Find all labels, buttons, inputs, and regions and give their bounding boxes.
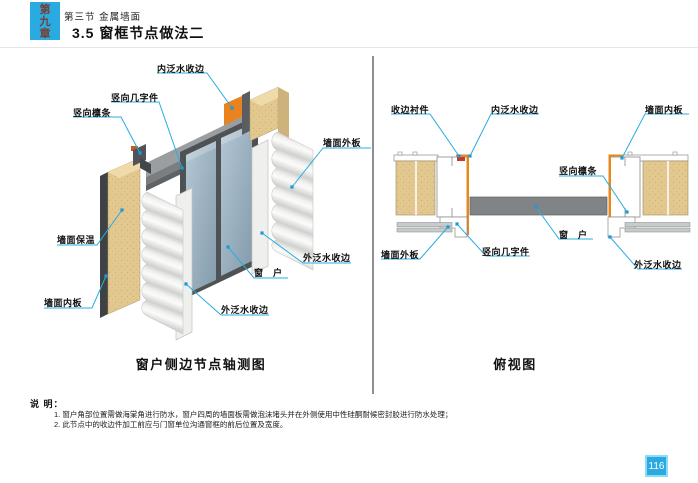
axon-right-corrugated-panel [271, 131, 314, 271]
axon-glass-pane-left [186, 141, 216, 294]
axon-leader-dots [104, 106, 294, 286]
plan-left-outer-panel [396, 222, 453, 227]
axon-label-outer-flashing-right: 外泛水收边 [303, 253, 351, 263]
axon-label-inner-flashing: 内泛水收边 [157, 64, 205, 74]
plan-left-flashing-orange [466, 155, 469, 235]
note-item-1: 1. 窗户角部位置需做海棠角进行防水，窗户四周的墙面板需做泡沫堵头并在外侧使用中… [54, 410, 453, 419]
axon-leader-lines [44, 72, 371, 316]
axon-right-frame-column [242, 91, 250, 135]
plan-left-purlin [436, 156, 468, 218]
axon-left-corrugated-panel [141, 191, 184, 335]
notes-heading: 说 明： [30, 399, 64, 409]
axon-label-vertical-purlin: 竖向檩条 [73, 108, 112, 118]
axon-right-wall [242, 86, 314, 271]
axon-caption: 窗户侧边节点轴测图 [135, 357, 267, 372]
plan-right-flashing-orange [608, 155, 611, 235]
plan-right-outer-panel [624, 222, 691, 227]
plan-leader-lines [381, 113, 689, 270]
plan-label-wall-outer-panel: 墙面外板 [381, 250, 420, 260]
plan-label-window: 窗 户 [559, 230, 588, 240]
axon-label-wall-insulation: 墙面保温 [57, 235, 96, 245]
chapter-tab: 第九章 [30, 2, 60, 40]
axon-outer-flashing-right-trim [251, 139, 269, 275]
plan-right-wall [607, 151, 691, 238]
page-number-badge: 116 [645, 455, 668, 477]
plan-left-inner-panel [393, 154, 439, 162]
notes-block: 说 明： 1. 窗户角部位置需做海棠角进行防水，窗户四周的墙面板需做泡沫堵头并在… [30, 397, 670, 430]
plan-left-wall [393, 151, 469, 238]
axonometric-diagram [44, 72, 371, 341]
chapter-tab-label: 第九章 [39, 4, 51, 40]
axon-left-inner-panel [100, 172, 108, 318]
axon-label-outer-flashing-bottom: 外泛水收边 [221, 305, 269, 315]
plan-label-vertical-z-piece: 竖向几字件 [482, 247, 530, 257]
plan-label-inner-flashing: 内泛水收边 [491, 105, 539, 115]
header-rule [0, 47, 698, 48]
plan-caption: 俯视图 [493, 357, 537, 372]
note-item-2: 2. 此节点中的收边件加工前应与门窗单位沟通窗框的前后位置及宽度。 [54, 420, 288, 429]
plan-leader-dots [446, 154, 629, 239]
plan-label-edge-liner: 收边衬件 [391, 105, 430, 115]
plan-left-z-piece [439, 216, 468, 238]
axon-left-purlin-orange [131, 146, 138, 151]
plan-window-bar [469, 196, 608, 216]
plan-diagram [381, 113, 691, 270]
section-label: 第三节 金属墙面 [64, 12, 142, 23]
axon-label-wall-inner-panel: 墙面内板 [44, 298, 83, 308]
plan-label-outer-flashing: 外泛水收边 [634, 260, 682, 270]
plan-right-z-piece [607, 216, 636, 238]
plan-label-vertical-purlin: 竖向檩条 [559, 166, 598, 176]
diagram-divider [372, 56, 374, 394]
plan-label-wall-inner-panel: 墙面内板 [645, 105, 684, 115]
axon-glass-pane-right [221, 124, 252, 276]
page-title: 3.5 窗框节点做法二 [72, 25, 205, 41]
plan-edge-liner-red [457, 157, 465, 161]
axon-label-window: 窗 户 [254, 268, 283, 278]
plan-right-purlin [609, 156, 641, 218]
axon-label-wall-outer-panel: 墙面外板 [323, 138, 362, 148]
axon-left-wall [100, 144, 184, 335]
axon-label-vertical-z-piece: 竖向几字件 [111, 93, 159, 103]
axon-window-frame [180, 115, 258, 301]
